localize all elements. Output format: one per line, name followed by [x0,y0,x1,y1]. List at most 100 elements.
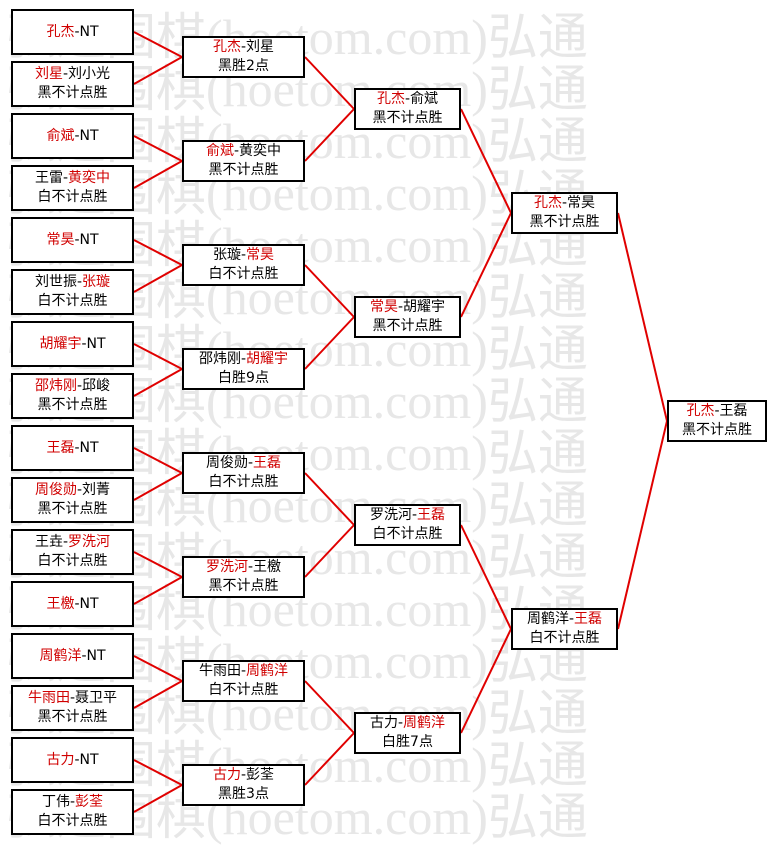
match-players: 孔杰-常昊 [534,194,595,213]
player-1-name: 俞斌 [46,127,75,144]
vs-dash: - [240,39,247,55]
match-box-round-2: 俞斌-黄奕中黑不计点胜 [182,140,305,182]
match-box-round-3: 孔杰-俞斌黑不计点胜 [354,88,461,130]
match-result: 白不计点胜 [37,293,108,309]
player-1-name: 常昊 [369,299,398,315]
connector-line [304,680,355,734]
connector-line [133,56,183,85]
player-1-name: 刘星 [34,66,63,82]
player-1-name: 丁伟 [41,794,70,810]
player-2-name: 黄奕中 [239,143,282,159]
match-box-round-1: 丁伟-彭荃白不计点胜 [11,789,134,835]
match-result: 黑不计点胜 [372,110,443,126]
match-result: 黑不计点胜 [37,501,108,517]
connector-line [133,264,183,293]
player-2-name: 胡耀宇 [246,351,289,367]
match-result: 黑不计点胜 [372,318,443,334]
vs-dash: - [568,611,575,627]
connector-line [304,264,355,318]
player-1-name: 牛雨田 [27,690,70,706]
match-result: 白不计点胜 [37,189,108,205]
vs-dash: - [81,335,87,352]
connector-line [617,420,668,630]
player-2-name: 刘小光 [68,66,111,82]
player-1-name: 古力 [212,767,241,783]
match-players: 邵炜刚-邱峻 [35,377,110,396]
player-2-name: NT [79,595,99,612]
match-players: 周俊勋-王磊 [206,454,281,473]
vs-dash: - [397,715,404,731]
player-2-name: 刘菁 [82,482,111,498]
connector-line [460,212,512,318]
player-2-name: 俞斌 [410,91,439,107]
match-box-round-1: 牛雨田-聂卫平黑不计点胜 [11,685,134,731]
connector-line [460,628,512,734]
player-2-name: NT [79,231,99,248]
match-box-round-1: 王雷-黄奕中白不计点胜 [11,165,134,211]
player-1-name: 牛雨田 [198,663,241,679]
match-box-round-2: 邵炜刚-胡耀宇白胜9点 [182,348,305,390]
vs-dash: - [74,439,80,456]
vs-dash: - [714,403,720,419]
connector-line [133,135,183,162]
connector-line [304,524,355,578]
match-box-round-1: 周俊勋-刘菁黑不计点胜 [11,477,134,523]
match-players: 俞斌-NT [46,127,98,146]
match-result: 黑不计点胜 [37,85,108,101]
player-2-name: NT [79,23,99,40]
player-2-name: 聂卫平 [75,690,118,706]
vs-dash: - [76,482,83,498]
connector-line [133,31,183,58]
match-players: 刘星-刘小光 [35,65,110,84]
vs-dash: - [62,170,69,186]
vs-dash: - [74,231,80,248]
vs-dash: - [247,455,254,471]
player-1-name: 孔杰 [376,91,405,107]
vs-dash: - [74,127,80,144]
player-1-name: 周俊勋 [205,455,248,471]
player-2-name: 黄奕中 [68,170,111,186]
connector-line [304,56,355,110]
connector-line [617,212,668,422]
match-players: 古力-周鹤洋 [370,714,445,733]
match-result: 黑不计点胜 [208,578,279,594]
match-box-round-2: 古力-彭荃黑胜3点 [182,764,305,806]
player-1-name: 孔杰 [212,39,241,55]
vs-dash: - [69,794,76,810]
match-box-round-3: 罗洗河-王磊白不计点胜 [354,504,461,546]
vs-dash: - [240,247,247,263]
match-players: 牛雨田-周鹤洋 [199,662,288,681]
connector-line [133,447,183,474]
player-1-name: 古力 [369,715,398,731]
connector-line [133,576,183,605]
match-box-round-4: 周鹤洋-王磊白不计点胜 [511,608,618,650]
match-result: 白不计点胜 [529,630,600,646]
match-box-round-1: 王檄-NT [11,581,134,627]
match-result: 白不计点胜 [372,526,443,542]
vs-dash: - [76,378,83,394]
connector-line [133,343,183,370]
connector-line [133,680,183,709]
connector-line [133,239,183,266]
match-result: 黑不计点胜 [529,214,600,230]
match-players: 罗洗河-王磊 [370,506,445,525]
match-players: 孔杰-王磊 [686,402,747,421]
player-2-name: NT [79,751,99,768]
match-players: 孔杰-NT [46,23,98,42]
connector-line [133,472,183,501]
match-box-round-1: 俞斌-NT [11,113,134,159]
player-2-name: 彭荃 [75,794,104,810]
vs-dash: - [240,351,247,367]
match-players: 孔杰-俞斌 [377,90,438,109]
connector-line [133,160,183,189]
player-1-name: 王垚 [34,534,63,550]
player-1-name: 刘世振 [34,274,77,290]
connector-line [304,108,355,162]
match-box-round-5: 孔杰-王磊黑不计点胜 [667,400,767,442]
match-players: 丁伟-彭荃 [42,793,103,812]
player-2-name: 周鹤洋 [246,663,289,679]
player-2-name: 王檄 [253,559,282,575]
match-players: 孔杰-刘星 [213,38,274,57]
player-2-name: 胡耀宇 [403,299,446,315]
